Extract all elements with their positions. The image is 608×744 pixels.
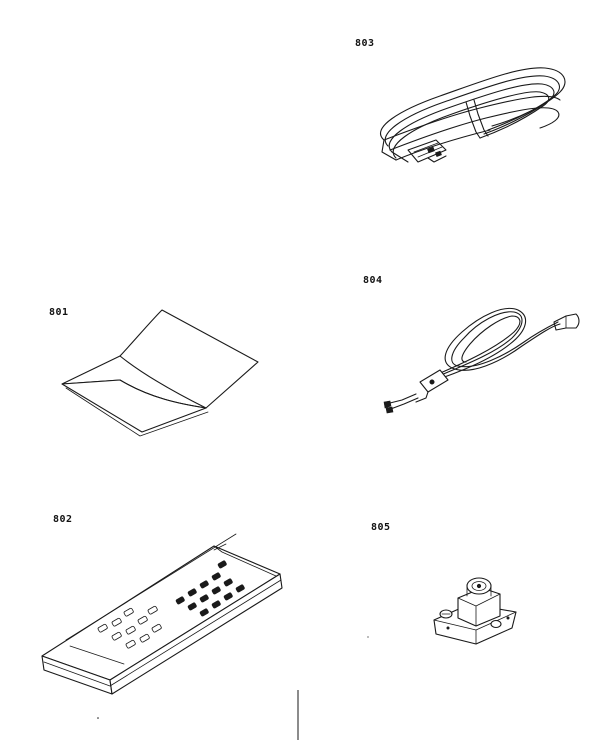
part-label-801: 801 bbox=[49, 307, 69, 318]
part-label-802: 802 bbox=[53, 514, 73, 525]
ribbon-cable-icon bbox=[380, 67, 566, 163]
antenna-cable-icon bbox=[383, 307, 580, 414]
part-label-805: 805 bbox=[371, 522, 391, 533]
part-label-804: 804 bbox=[363, 275, 383, 286]
antenna-connector-icon bbox=[433, 577, 517, 645]
part-label-803: 803 bbox=[355, 38, 375, 49]
booklet-icon bbox=[61, 309, 259, 437]
scan-speck bbox=[367, 636, 369, 638]
scan-speck bbox=[97, 717, 99, 719]
remote-control-icon bbox=[41, 533, 283, 695]
